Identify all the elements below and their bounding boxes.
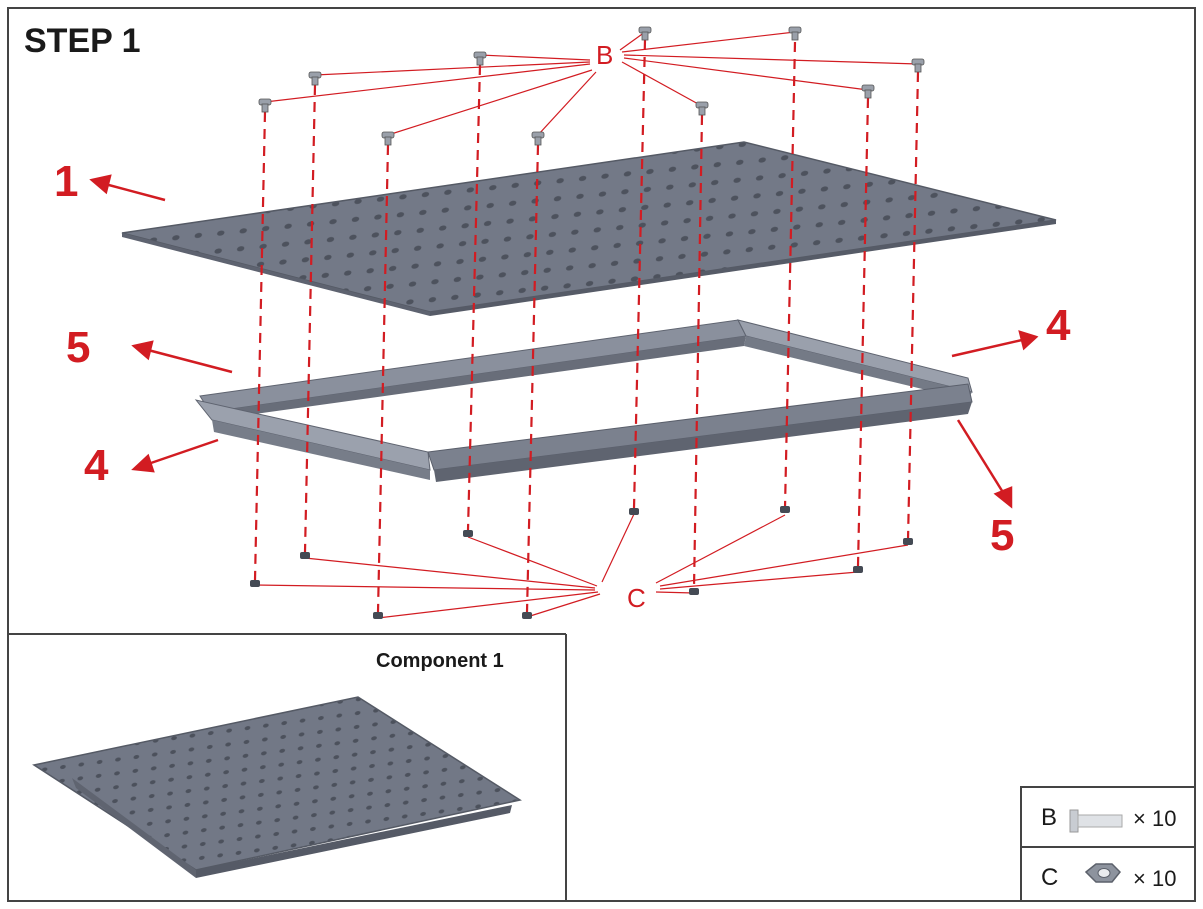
callout-long-rail-left: 5 (66, 323, 91, 372)
callout-long-rail-right: 5 (990, 511, 1015, 560)
component-1-flange-left (72, 778, 196, 878)
callout-arrows (89, 174, 1039, 509)
legend-letter: C (1041, 864, 1059, 891)
nut-markers (250, 506, 913, 619)
bolt-leader-lines (264, 31, 919, 136)
legend-row-nut: C × 10 (1021, 848, 1197, 908)
callout-short-rail-right: 4 (1046, 301, 1071, 350)
component-1-flange-front (196, 805, 512, 878)
legend-row-bolt: B × 10 (1021, 788, 1197, 848)
alignment-dashed-lines (253, 39, 920, 613)
panel-edge-right (430, 220, 1056, 316)
nut-leader-lines (254, 513, 909, 619)
legend-quantity: × 10 (1133, 806, 1177, 831)
legend-quantity: × 10 (1133, 866, 1177, 891)
callout-panel: 1 (54, 157, 79, 206)
component-1-panel (32, 696, 522, 871)
bolt-markers (258, 26, 925, 146)
nut-label: C (627, 583, 646, 613)
component-title: Component 1 (376, 650, 504, 672)
support-frame (194, 319, 973, 482)
legend-letter: B (1041, 804, 1058, 831)
step-title: STEP 1 (24, 22, 141, 60)
bolt-icon (1069, 809, 1123, 833)
callout-short-rail-left: 4 (84, 441, 109, 490)
bolt-label: B (596, 40, 614, 70)
outer-border (7, 7, 1196, 902)
panel-edge (122, 233, 430, 316)
hex-nut-icon (1084, 863, 1122, 883)
